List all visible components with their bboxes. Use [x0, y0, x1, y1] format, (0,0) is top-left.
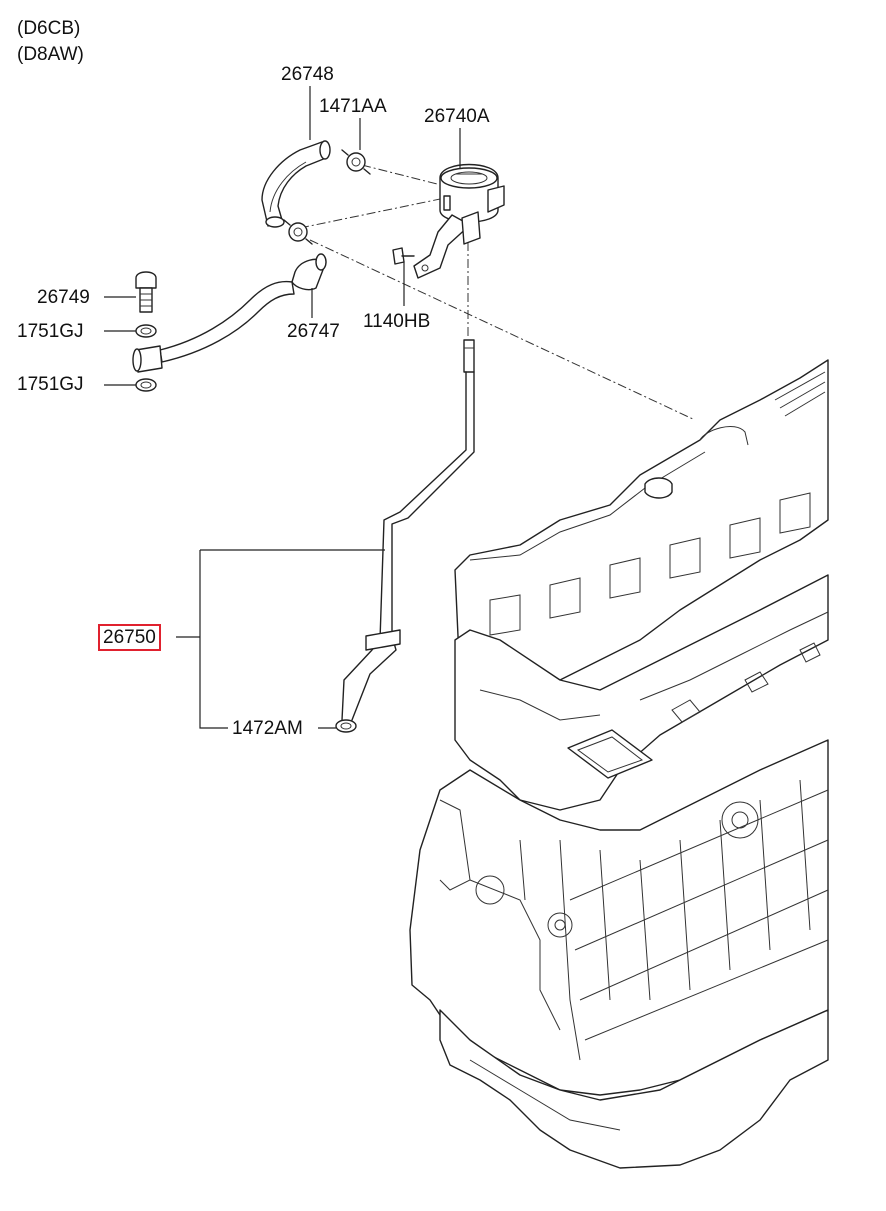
clamp-lower [283, 219, 313, 245]
part-label-26740A[interactable]: 26740A [424, 106, 490, 127]
hose-26747 [291, 253, 327, 291]
leader-lines [104, 86, 461, 729]
washer-1751GJ-lower [135, 378, 157, 392]
alignment-lines [299, 164, 696, 421]
bolt-26749 [135, 271, 157, 313]
hose-26748 [261, 140, 331, 228]
clamp-1471AA [341, 149, 371, 175]
breather-assembly [392, 163, 505, 279]
pipe-to-banjo [132, 280, 295, 373]
model-label-d8aw: (D8AW) [17, 44, 84, 65]
part-label-1751GJ-lower[interactable]: 1751GJ [17, 374, 84, 395]
model-label-d6cb: (D6CB) [17, 18, 81, 39]
washer-1751GJ-upper [135, 324, 157, 338]
part-label-1471AA[interactable]: 1471AA [319, 96, 387, 117]
part-label-26750-highlighted[interactable]: 26750 [98, 624, 161, 651]
part-label-1140HB[interactable]: 1140HB [363, 311, 431, 332]
part-label-26748[interactable]: 26748 [281, 64, 334, 85]
part-label-1751GJ-upper[interactable]: 1751GJ [17, 321, 84, 342]
part-label-26747[interactable]: 26747 [287, 321, 340, 342]
engine-block-drawing [409, 359, 829, 1169]
tube-26750 [335, 339, 475, 733]
part-label-1472AM[interactable]: 1472AM [232, 718, 303, 739]
part-label-26749[interactable]: 26749 [37, 287, 90, 308]
